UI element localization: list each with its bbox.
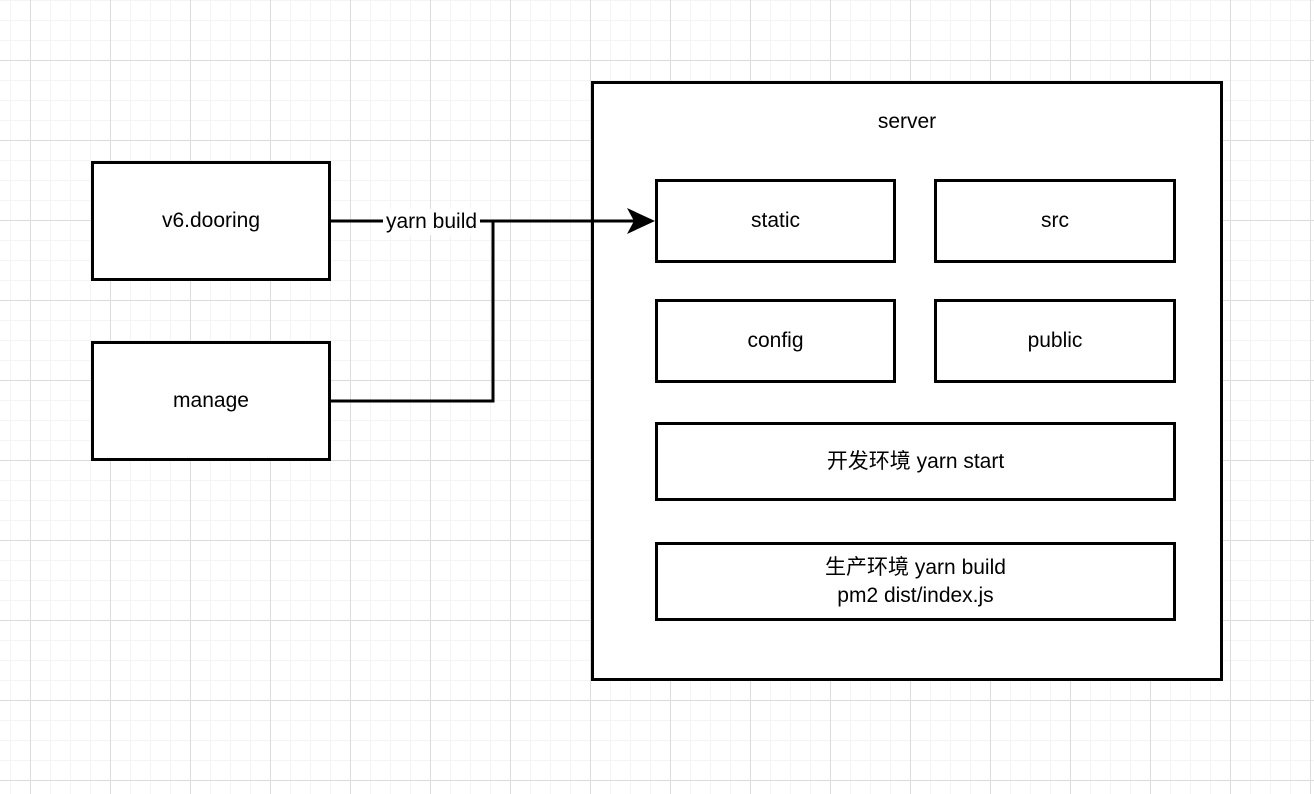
edge-label-yarn-build: yarn build [383,209,481,235]
node-dev-environment-command[interactable]: 开发环境 yarn start [655,422,1176,501]
server-container-title: server [877,110,937,133]
node-static[interactable]: static [655,179,896,263]
node-config[interactable]: config [655,299,896,383]
node-manage[interactable]: manage [91,341,331,461]
node-prod-environment-command[interactable]: 生产环境 yarn build pm2 dist/index.js [655,542,1176,621]
node-v6-dooring[interactable]: v6.dooring [91,161,331,281]
node-public[interactable]: public [934,299,1176,383]
edge-manage-to-junction [331,221,495,403]
node-src[interactable]: src [934,179,1176,263]
